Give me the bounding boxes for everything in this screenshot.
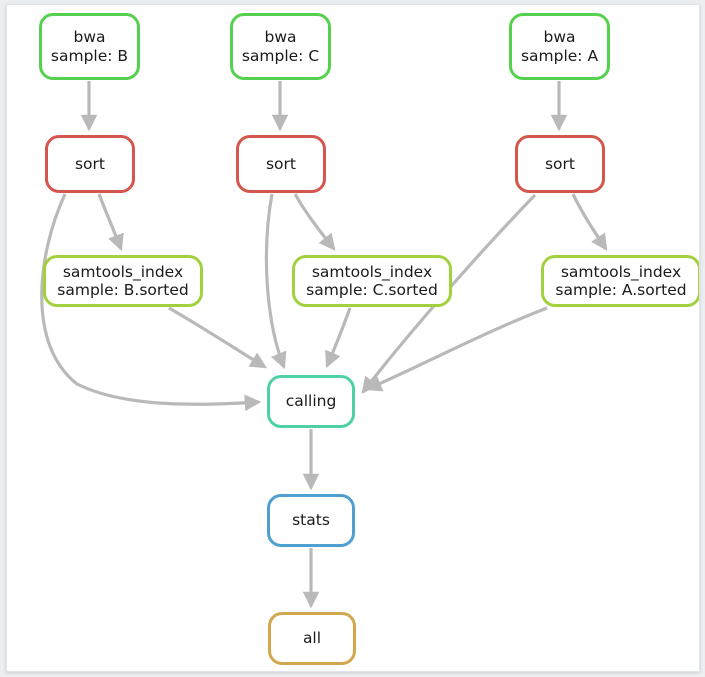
node-samtools-index-a-sorted[interactable]: samtools_index sample: A.sorted bbox=[541, 255, 699, 307]
edge-sort-C-to-calling bbox=[264, 193, 287, 370]
node-rule-label: all bbox=[302, 629, 322, 648]
node-calling[interactable]: calling bbox=[267, 375, 355, 428]
node-rule-label: sort bbox=[544, 154, 575, 173]
node-sort-b[interactable]: sort bbox=[45, 135, 135, 193]
edge-sort-B-to-samtools-index-B bbox=[97, 193, 124, 252]
node-bwa-sample-b[interactable]: bwa sample: B bbox=[39, 13, 140, 80]
node-wildcard-label: sample: C.sorted bbox=[306, 281, 438, 299]
node-bwa-sample-a[interactable]: bwa sample: A bbox=[509, 13, 610, 80]
node-rule-label: sort bbox=[74, 154, 105, 173]
node-sort-a[interactable]: sort bbox=[515, 135, 605, 193]
node-rule-label: samtools_index bbox=[62, 262, 184, 281]
node-wildcard-label: sample: B.sorted bbox=[57, 281, 189, 299]
node-all[interactable]: all bbox=[268, 612, 356, 665]
node-sort-c[interactable]: sort bbox=[236, 135, 326, 193]
edge-samtools-index-A-to-calling bbox=[364, 306, 548, 392]
edge-sort-C-to-samtools-index-C bbox=[293, 193, 336, 251]
node-rule-label: bwa bbox=[264, 28, 297, 47]
edge-sort-A-to-samtools-index-A bbox=[571, 193, 608, 251]
dag-graph: bwa sample: B bwa sample: C bwa sample: … bbox=[7, 5, 699, 671]
node-rule-label: bwa bbox=[73, 28, 106, 47]
node-rule-label: sort bbox=[265, 154, 296, 173]
node-bwa-sample-c[interactable]: bwa sample: C bbox=[230, 13, 331, 80]
node-rule-label: bwa bbox=[543, 28, 576, 47]
dag-canvas: bwa sample: B bwa sample: C bwa sample: … bbox=[6, 4, 700, 672]
node-rule-label: samtools_index bbox=[560, 262, 682, 281]
node-wildcard-label: sample: A.sorted bbox=[555, 281, 687, 299]
node-stats[interactable]: stats bbox=[267, 494, 355, 547]
node-rule-label: calling bbox=[285, 392, 337, 411]
node-rule-label: samtools_index bbox=[311, 262, 433, 281]
node-samtools-index-b-sorted[interactable]: samtools_index sample: B.sorted bbox=[43, 255, 203, 307]
node-samtools-index-c-sorted[interactable]: samtools_index sample: C.sorted bbox=[292, 255, 452, 307]
edge-layer bbox=[40, 81, 608, 609]
node-wildcard-label: sample: C bbox=[241, 46, 320, 65]
node-wildcard-label: sample: B bbox=[50, 46, 129, 65]
node-wildcard-label: sample: A bbox=[520, 46, 599, 65]
edge-samtools-index-B-to-calling bbox=[168, 306, 267, 369]
node-rule-label: stats bbox=[292, 511, 330, 530]
edge-samtools-index-C-to-calling bbox=[325, 307, 352, 369]
